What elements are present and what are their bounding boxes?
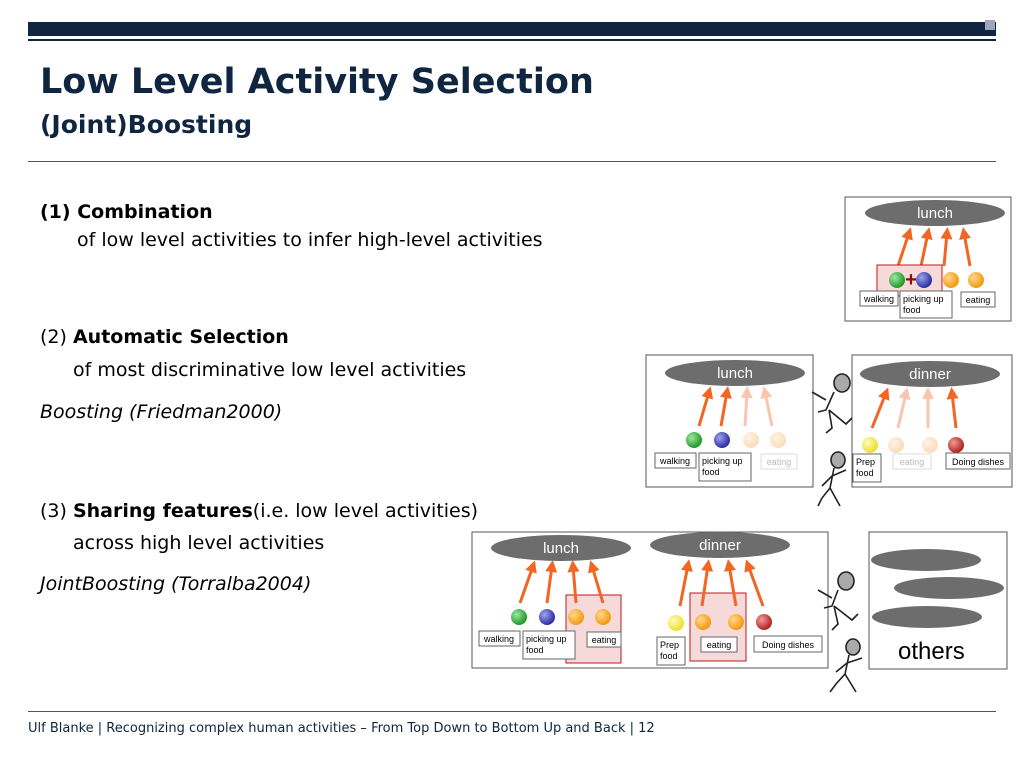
eating-box [960,291,996,308]
dinner-arrows-strong [870,387,959,429]
slide-title: Low Level Activity Selection [40,62,594,102]
eating-node-2 [968,272,984,288]
lunch-label-b: lunch [717,365,753,382]
lunch-label: lunch [917,205,953,222]
stick-figure-4 [829,638,863,693]
point-2-detail: of most discriminative low level activit… [73,359,467,381]
others-label: others [898,638,965,665]
point-3-heading: (3) Sharing features(i.e. low level acti… [40,500,478,522]
walking-label: walking [863,294,894,304]
stick-figure-1 [811,373,853,434]
arrows-faded [740,386,774,427]
plus-sign: + [905,269,917,291]
eating-node-c1 [888,437,904,453]
point-1-detail: of low level activities to infer high-le… [77,229,543,251]
eating-node-b2 [770,432,786,448]
title-divider [28,161,996,162]
point-3-title: Sharing features [72,500,253,522]
joint-arrows [518,559,765,607]
footer-divider [28,711,996,712]
lunch-node [865,200,1005,226]
arrows-strong [697,386,732,427]
walking-node [889,272,905,288]
walking-label-b: walking [659,456,690,466]
footer-text: Ulf Blanke | Recognizing complex human a… [28,721,655,736]
dinner-arrows-faded [896,387,934,429]
stick-figure-2 [817,451,847,507]
picking-node-c [539,609,555,625]
lunch-node-c [491,535,631,561]
walking-node-c [511,609,527,625]
eating-node-1 [943,272,959,288]
lunch-label-c: lunch [543,540,579,557]
corner-marker [985,20,995,30]
eating-node-c2 [922,437,938,453]
dishes-label-b: Doing dishes [952,457,1005,467]
dinner-label-b: dinner [909,366,951,383]
dinner-label-c: dinner [699,537,741,554]
dinner-node-c [650,532,790,558]
slide-subtitle: (Joint)Boosting [40,110,253,139]
point-1-title: Combination [77,201,213,223]
eating-label-e: eating [707,640,732,650]
point-1-heading: (1) Combination [40,201,213,223]
arrows [896,227,972,267]
picking-up-food-node [916,272,932,288]
point-3-citation: JointBoosting (Torralba2004) [40,573,312,595]
dishes-node-c [756,614,772,630]
others-box [868,531,1008,670]
others-node-2 [894,577,1004,599]
eating-node-d2 [595,609,611,625]
eating-label-d: eating [592,635,617,645]
point-1-number: (1) [40,201,71,223]
eating-label-b: eating [767,457,792,467]
eating-label: eating [966,295,991,305]
eating-node-e2 [728,614,744,630]
others-node-3 [872,606,982,628]
dishes-label-c: Doing dishes [762,640,815,650]
point-3-title-suffix: (i.e. low level activities) [252,500,479,522]
point-2-number: (2) [40,326,67,348]
point-2-citation: Boosting (Friedman2000) [40,401,283,423]
prep-node-c [668,615,684,631]
walking-label-c: walking [483,634,514,644]
point-2-title: Automatic Selection [72,326,289,348]
header-rule [28,39,996,41]
picking-box [899,290,953,319]
eating-node-d1 [568,609,584,625]
dinner-node-b [860,361,1000,387]
walking-node-b [686,432,702,448]
point-3-number: (3) [40,500,67,522]
point-2-heading: (2) Automatic Selection [40,326,289,348]
lunch-node-b [665,360,805,386]
stick-figure-3 [817,571,859,631]
walking-box [859,290,899,307]
eating-node-b1 [743,432,759,448]
point-3-detail: across high level activities [73,532,325,554]
prep-node-b [862,437,878,453]
others-node-1 [871,549,981,571]
eating-node-e1 [695,614,711,630]
picking-node-b [714,432,730,448]
header-bar [28,22,996,36]
dishes-node-b [948,437,964,453]
eating-label-c: eating [900,457,925,467]
